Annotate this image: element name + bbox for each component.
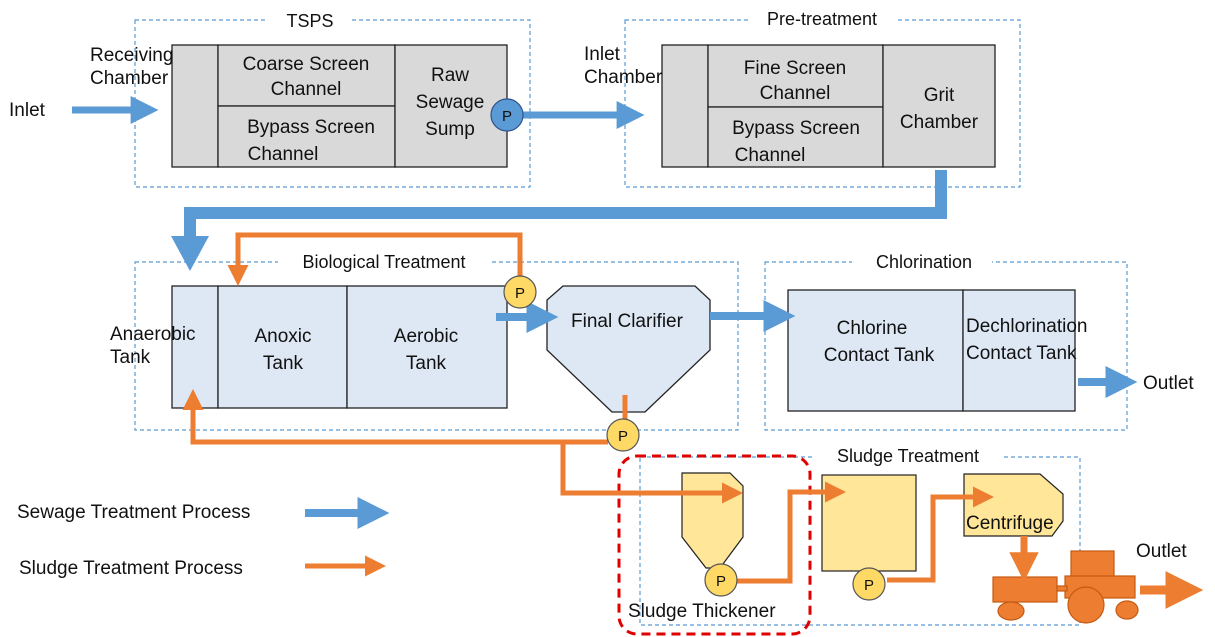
raw-sewage-pump-icon [490, 98, 524, 132]
ras-pump-label: P [515, 285, 525, 302]
pretreatment-group-title: Pre-treatment [767, 9, 877, 29]
chlorination-group-border [764, 261, 1128, 431]
legend-sludge-label: Sludge Treatment Process [19, 558, 243, 579]
clarifier-pump-icon [606, 418, 640, 452]
pumps: P P P P P [490, 98, 886, 601]
dechlorination-tank-box [962, 289, 1076, 412]
clarifier-pump-label: P [618, 428, 628, 445]
chlorination-group-title: Chlorination [876, 252, 972, 272]
sewage-flow-arrows [72, 96, 1138, 529]
thickener-pump-icon [704, 563, 738, 597]
thickener-pump-label: P [716, 573, 726, 590]
final-clarifier-label: Final Clarifier [571, 311, 684, 332]
centrifuge-label: Centrifuge [966, 513, 1054, 534]
thickener-to-tank-arrow [737, 481, 846, 584]
legend-sewage-label: Sewage Treatment Process [17, 502, 250, 523]
sludge-tank-pump-label: P [864, 577, 874, 594]
receiving-chamber-box [171, 44, 219, 168]
sludge-group-title: Sludge Treatment [837, 446, 979, 466]
ras-recycle-top-arrow [227, 232, 523, 286]
sludge-thickener-label: Sludge Thickener [628, 601, 776, 622]
grit-pipe-arrowhead [171, 236, 209, 271]
anoxic-tank-box [217, 285, 348, 409]
raw-sewage-pump-label: P [502, 108, 512, 125]
tractor-icon [992, 550, 1139, 624]
bypass-screen-channel-box [217, 105, 396, 168]
tsps-group-title: TSPS [286, 11, 333, 31]
chlorine-contact-tank-box [787, 289, 964, 412]
coarse-screen-channel-box [217, 44, 396, 107]
tank-to-centrifuge-arrow [887, 486, 994, 583]
sludge-flow-arrows [182, 232, 1204, 609]
ras-return-arrow [182, 389, 608, 445]
final-clarifier-shape [546, 285, 711, 413]
raw-sewage-sump-box [394, 44, 508, 168]
pre-bypass-screen-box [707, 106, 884, 168]
sludge-tank-pump-icon [852, 567, 886, 601]
pretreatment-block [661, 44, 996, 168]
thickener-highlight-frame [617, 454, 812, 636]
biological-block [171, 285, 711, 413]
tsps-block [171, 44, 508, 168]
sludge-thickener-shape [681, 472, 744, 569]
anaerobic-tank-box [171, 285, 219, 409]
biological-group-title: Biological Treatment [302, 252, 465, 272]
aerobic-tank-box [346, 285, 508, 409]
sludge-outlet-label: Outlet [1136, 541, 1187, 562]
chlorination-block [787, 289, 1076, 412]
sludge-tank-box [821, 474, 917, 572]
inlet-label: Inlet [9, 100, 46, 121]
was-to-thickener-arrow [560, 442, 743, 504]
grit-chamber-box [882, 44, 996, 168]
inlet-chamber-box [661, 44, 709, 168]
ras-pump-icon [503, 275, 537, 309]
fine-screen-channel-box [707, 44, 884, 108]
grit-to-biological-pipe [184, 170, 947, 238]
chlorination-outlet-label: Outlet [1143, 373, 1194, 394]
